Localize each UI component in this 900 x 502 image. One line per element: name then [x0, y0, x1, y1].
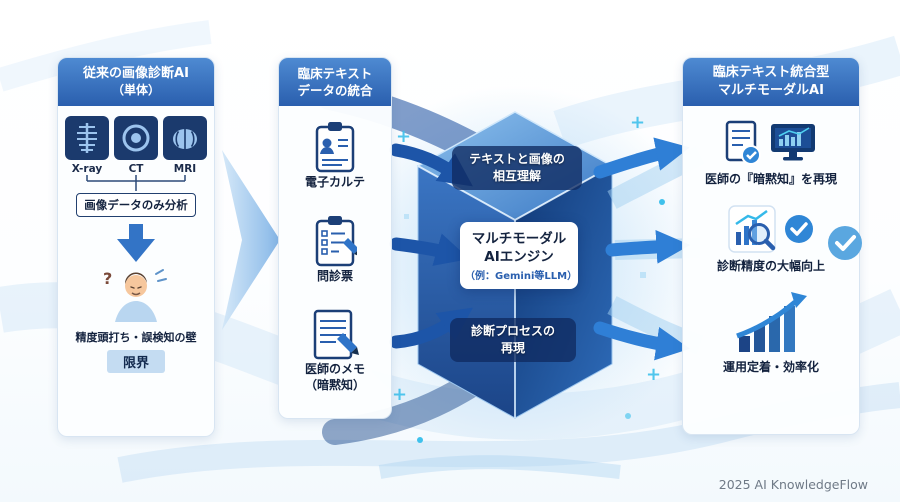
multimodal-panel-title-line2: マルチモーダルAI: [718, 82, 824, 98]
plus-accents: + + + +: [392, 112, 661, 405]
efficiency-label: 運用定着・効率化: [722, 360, 819, 374]
ct-icon: [114, 116, 158, 160]
limit-badge: 限界: [106, 350, 165, 373]
mri-icon: [163, 116, 207, 160]
accuracy-label: 診断精度の大幅向上: [716, 259, 825, 273]
legacy-panel-title-line1: 従来の画像診断AI: [83, 65, 189, 81]
mutual-understanding-line2: 相互理解: [492, 168, 541, 183]
diagnostic-process-caption: 診断プロセスの 再現: [450, 318, 576, 362]
document-check-icon: [725, 120, 761, 165]
modality-label-ct: CT: [128, 163, 144, 175]
diagnostic-process-line2: 再現: [500, 340, 525, 355]
ehr-label: 電子カルテ: [304, 175, 365, 189]
ai-engine-box: マルチモーダル AIエンジン （例：Gemini等LLM）: [460, 222, 578, 290]
modality-label-row: X-ray CT MRI: [65, 163, 207, 175]
legacy-panel-header: 従来の画像診断AI （単体）: [58, 58, 214, 106]
doctor-memo-icon: [313, 309, 359, 360]
efficiency-benefit: 運用定着・効率化: [723, 290, 819, 375]
doctor-memo-label-line1: 医師のメモ: [304, 362, 365, 377]
svg-text:?: ?: [103, 269, 112, 288]
floating-check-circle-icon: [828, 226, 862, 260]
engine-name-line1: マルチモーダル: [471, 231, 567, 247]
multimodal-panel-header: 臨床テキスト統合型 マルチモーダルAI: [683, 58, 859, 106]
troubled-person-icon: ?: [103, 269, 167, 322]
doctor-memo-item: 医師のメモ （暗黙知）: [305, 308, 365, 393]
clinical-panel-title-line2: データの統合: [297, 82, 373, 98]
check-circle-icon: [784, 215, 813, 243]
clinical-panel-body: 電子カルテ 問診票: [279, 106, 391, 401]
clinical-text-panel-header: 臨床テキスト データの統合: [279, 58, 391, 106]
multimodal-panel-title-line1: 臨床テキスト統合型: [712, 65, 830, 81]
svg-text:+: +: [630, 112, 645, 133]
chart-magnifier-icon: [728, 205, 776, 253]
output-arrows: [593, 137, 691, 361]
ehr-clipboard-icon: [315, 122, 355, 173]
questionnaire-item: 問診票: [313, 215, 357, 285]
tacit-knowledge-icons: [725, 120, 817, 166]
modality-label-mri: MRI: [173, 163, 197, 175]
svg-text:+: +: [396, 126, 411, 147]
svg-text:+: +: [392, 384, 407, 405]
mutual-understanding-line1: テキストと画像の: [469, 152, 565, 166]
doctor-memo-label-line2: （暗黙知）: [304, 377, 365, 392]
xray-icon: [65, 116, 109, 160]
dot-accents: [404, 199, 665, 443]
questionnaire-clipboard-icon: [315, 215, 357, 266]
clinical-text-panel: 臨床テキスト データの統合 電子カルテ: [278, 57, 392, 419]
accuracy-icons: [728, 205, 814, 253]
modality-label-xray: X-ray: [71, 163, 103, 175]
monitor-chart-icon: [770, 124, 815, 161]
image-only-analysis-box: 画像データのみ分析: [76, 193, 196, 217]
modality-icon-row: [65, 116, 207, 160]
legacy-panel-body: X-ray CT MRI 画像データのみ分析 ? 精度頭打ち・誤検知: [58, 106, 214, 379]
svg-text:+: +: [646, 364, 661, 385]
bar-growth-icon: [736, 292, 807, 352]
down-arrow-icon: [117, 224, 155, 262]
mutual-understanding-caption: テキストと画像の 相互理解: [452, 146, 582, 190]
tacit-knowledge-benefit: 医師の『暗黙知』を再現: [705, 120, 837, 187]
legacy-panel-title-line2: （単体）: [111, 83, 160, 98]
questionnaire-label: 問診票: [316, 268, 353, 283]
diagnostic-process-line1: 診断プロセスの: [470, 324, 555, 338]
ehr-item: 電子カルテ: [305, 121, 365, 191]
clinical-panel-title-line1: 臨床テキスト: [297, 65, 373, 81]
engine-subtitle: （例：Gemini等LLM）: [465, 271, 578, 283]
legacy-imaging-ai-panel: 従来の画像診断AI （単体）: [57, 57, 215, 437]
accuracy-benefit: 診断精度の大幅向上: [717, 205, 825, 274]
left-to-middle-arrow: [222, 150, 280, 330]
engine-name-line2: AIエンジン: [484, 249, 554, 266]
tacit-knowledge-label: 医師の『暗黙知』を再現: [704, 172, 837, 186]
footer-credit: 2025 AI KnowledgeFlow: [718, 477, 868, 492]
multimodal-panel-body: 医師の『暗黙知』を再現: [683, 106, 859, 383]
problem-text: 精度頭打ち・誤検知の壁: [75, 331, 197, 344]
bracket-connector: [86, 175, 186, 191]
